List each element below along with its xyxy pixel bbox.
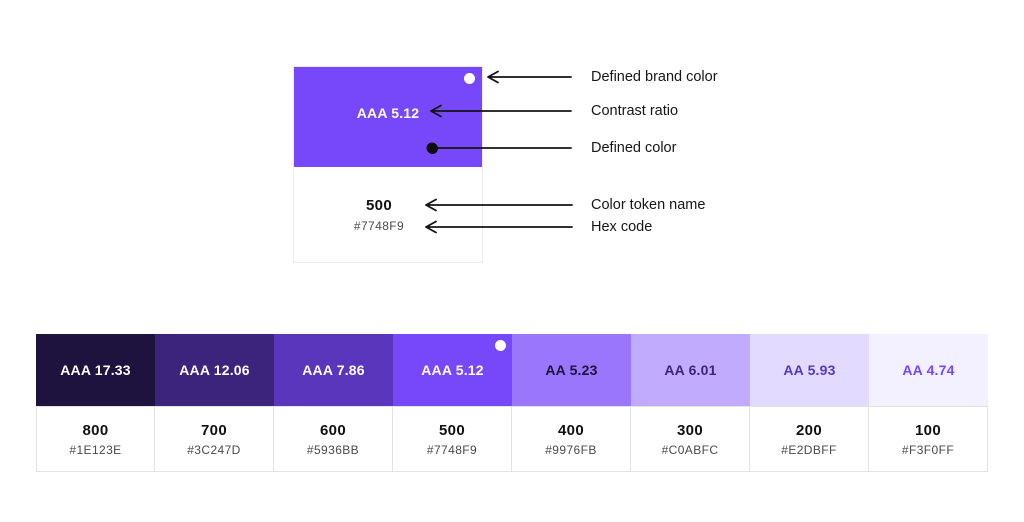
contrast-ratio-label: AAA 12.06: [179, 362, 250, 378]
swatch-anatomy-card: AAA 5.12 500 #7748F9: [293, 66, 483, 263]
label-contrast-ratio: Contrast ratio: [591, 103, 679, 119]
color-swatch: AAA 12.06: [155, 334, 274, 406]
contrast-ratio-label: AA 4.74: [902, 362, 955, 378]
palette-column-100: AA 4.74 100 #F3F0FF: [869, 334, 988, 472]
palette-column-500: AAA 5.12 500 #7748F9: [393, 334, 512, 472]
palette-column-800: AAA 17.33 800 #1E123E: [36, 334, 155, 472]
swatch-info: 100 #F3F0FF: [869, 406, 988, 472]
hex-code: #7748F9: [426, 442, 478, 457]
contrast-ratio-label: AAA 5.12: [421, 362, 484, 378]
color-swatch: AA 5.93: [750, 334, 869, 406]
anatomy-swatch: AAA 5.12: [294, 67, 482, 167]
palette-column-700: AAA 12.06 700 #3C247D: [155, 334, 274, 472]
contrast-ratio-label: AAA 7.86: [302, 362, 365, 378]
brand-color-dot-icon: [464, 73, 475, 84]
hex-code: #F3F0FF: [901, 442, 955, 457]
color-token-name: 600: [320, 421, 346, 439]
color-token-name: 700: [201, 421, 227, 439]
defined-color-dot-icon: [427, 143, 438, 154]
swatch-info: 800 #1E123E: [36, 406, 155, 472]
swatch-info: 700 #3C247D: [155, 406, 274, 472]
swatch-info: 600 #5936BB: [274, 406, 393, 472]
contrast-ratio-label: AA 5.23: [545, 362, 598, 378]
brand-color-dot-icon: [495, 340, 506, 351]
color-swatch: AA 4.74: [869, 334, 988, 406]
arrow-defined-brand-color: [487, 70, 572, 84]
color-token-name: 400: [558, 421, 584, 439]
contrast-ratio-label: AAA 17.33: [60, 362, 131, 378]
hex-code: #9976FB: [545, 442, 597, 457]
color-swatch: AAA 17.33: [36, 334, 155, 406]
hex-code: #E2DBFF: [781, 442, 837, 457]
contrast-ratio-label: AA 5.93: [783, 362, 836, 378]
hex-code: #1E123E: [69, 442, 122, 457]
palette-column-300: AA 6.01 300 #C0ABFC: [631, 334, 750, 472]
color-token-name: 500: [439, 421, 465, 439]
color-token-name: 100: [915, 421, 941, 439]
color-swatch: AAA 5.12: [393, 334, 512, 406]
label-defined-color: Defined color: [591, 140, 677, 156]
hex-code: #5936BB: [306, 442, 360, 457]
palette-column-400: AA 5.23 400 #9976FB: [512, 334, 631, 472]
label-color-token-name: Color token name: [591, 197, 706, 213]
hex-code: #C0ABFC: [661, 442, 719, 457]
color-token-name: 800: [82, 421, 109, 439]
color-token-name: 300: [677, 421, 703, 439]
swatch-info: 300 #C0ABFC: [631, 406, 750, 472]
label-hex-code: Hex code: [591, 219, 653, 235]
color-token-name: 500: [366, 196, 392, 214]
swatch-info: 400 #9976FB: [512, 406, 631, 472]
color-scale: AAA 17.33 800 #1E123E AAA 12.06 700 #3C2…: [36, 334, 988, 472]
color-swatch: AAA 7.86: [274, 334, 393, 406]
swatch-info: 500 #7748F9: [393, 406, 512, 472]
color-swatch: AA 5.23: [512, 334, 631, 406]
hex-code: #3C247D: [187, 442, 241, 457]
palette-column-200: AA 5.93 200 #E2DBFF: [750, 334, 869, 472]
color-swatch: AA 6.01: [631, 334, 750, 406]
color-token-name: 200: [796, 421, 822, 439]
palette-column-600: AAA 7.86 600 #5936BB: [274, 334, 393, 472]
hex-code: #7748F9: [353, 218, 405, 233]
swatch-info: 200 #E2DBFF: [750, 406, 869, 472]
contrast-ratio-label: AAA 5.12: [356, 105, 420, 121]
anatomy-swatch-info: 500 #7748F9: [294, 167, 482, 262]
label-defined-brand-color: Defined brand color: [591, 69, 718, 85]
contrast-ratio-label: AA 6.01: [664, 362, 717, 378]
